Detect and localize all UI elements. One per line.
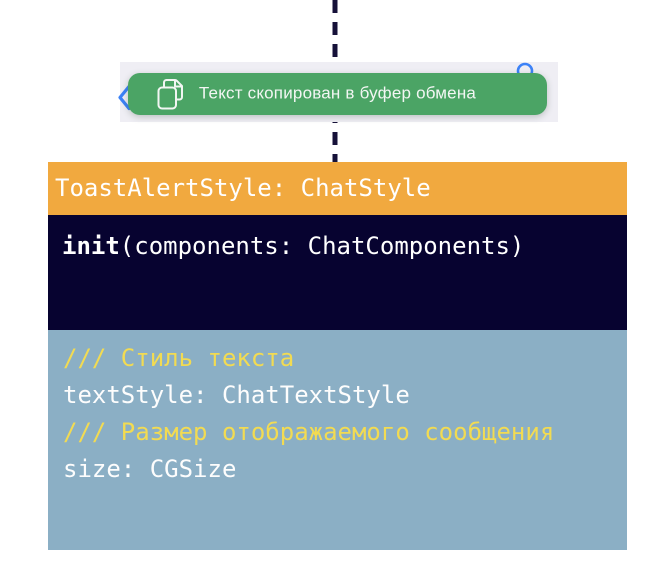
init-keyword: init xyxy=(62,232,120,260)
property-declaration: textStyle: ChatTextStyle xyxy=(63,381,410,409)
class-header: ToastAlertStyle: ChatStyle xyxy=(48,162,627,215)
back-chevron-icon xyxy=(118,84,131,111)
class-card: ToastAlertStyle: ChatStyle init(componen… xyxy=(48,162,627,550)
property-comment: /// Размер отображаемого сообщения xyxy=(63,418,555,446)
toast-message: Текст скопирован в буфер обмена xyxy=(198,83,477,103)
toast-notification: Текст скопирован в буфер обмена xyxy=(128,73,547,115)
property-declaration: size: CGSize xyxy=(63,455,237,483)
init-section: init(components: ChatComponents) xyxy=(48,215,627,330)
dashed-connector-line xyxy=(332,0,338,163)
init-signature: (components: ChatComponents) xyxy=(119,232,525,260)
toast-screenshot: Текст скопирован в буфер обмена xyxy=(118,62,558,122)
class-title: ToastAlertStyle: ChatStyle xyxy=(55,174,431,202)
copy-icon xyxy=(157,78,183,110)
property-comment: /// Стиль текста xyxy=(63,344,295,372)
properties-section: /// Стиль текста textStyle: ChatTextStyl… xyxy=(48,330,627,550)
